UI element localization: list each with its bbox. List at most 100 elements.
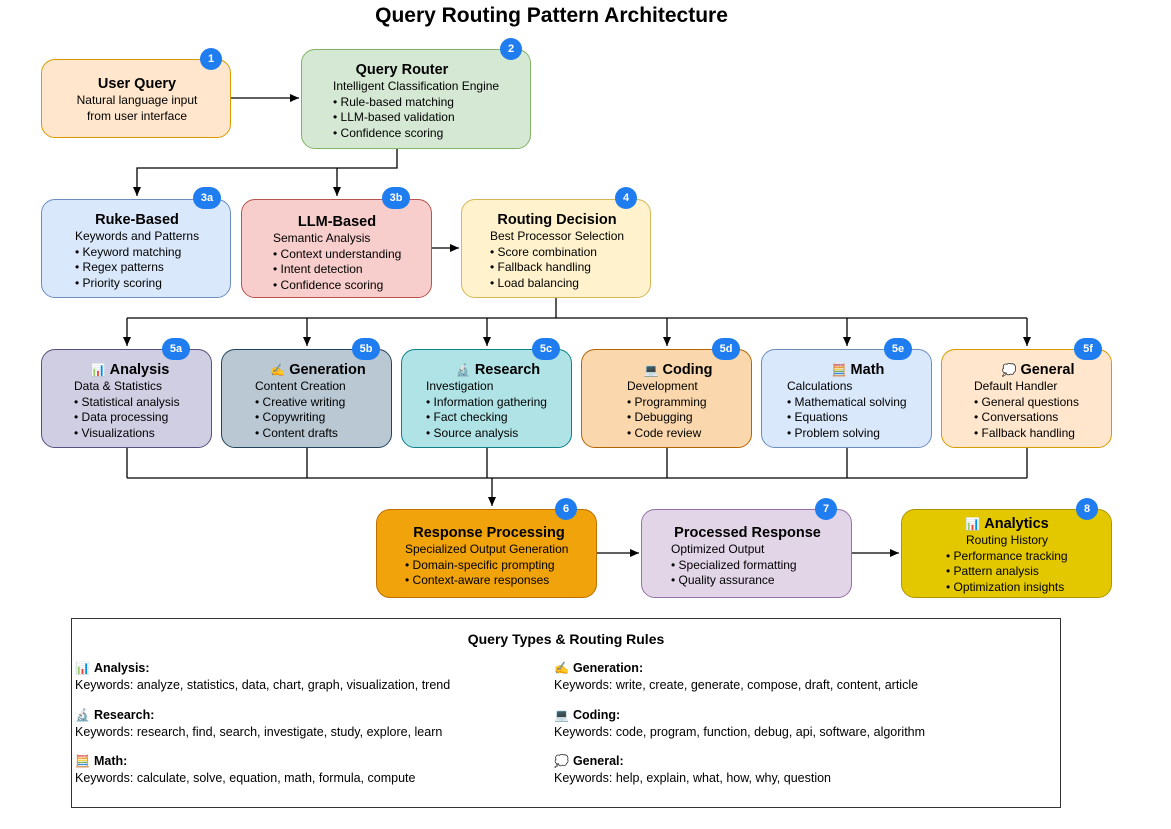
analysis-bullet: Data processing — [74, 410, 211, 426]
query-router-bullet: LLM-based validation — [333, 110, 529, 126]
general-node: 💭General Default Handler General questio… — [941, 349, 1112, 448]
step-badge-5e: 5e — [884, 338, 912, 360]
step-badge-5b: 5b — [352, 338, 380, 360]
llm-based-bullet: Confidence scoring — [273, 278, 431, 294]
routing-decision-title: Routing Decision — [497, 212, 617, 228]
rule-research: 🔬Research: Keywords: research, find, sea… — [75, 708, 443, 739]
generation-bullet: Content drafts — [255, 426, 391, 442]
step-badge-8: 8 — [1076, 498, 1098, 520]
user-query-subtitle: Natural language input — [76, 93, 198, 107]
llm-based-title: LLM-Based — [297, 214, 377, 230]
general-title: 💭General — [1001, 362, 1075, 378]
llm-based-subtitle: Semantic Analysis — [273, 231, 371, 245]
math-bullet: Problem solving — [787, 426, 931, 442]
rule-general: 💭General: Keywords: help, explain, what,… — [554, 754, 832, 785]
step-badge-5f: 5f — [1074, 338, 1102, 360]
processed-response-bullet: Specialized formatting — [671, 558, 851, 574]
step-badge-5a: 5a — [162, 338, 190, 360]
math-node: 🧮Math Calculations Mathematical solving … — [761, 349, 932, 448]
edge-router-split — [133, 149, 398, 196]
abacus-icon: 🧮 — [75, 754, 90, 768]
math-subtitle: Calculations — [787, 379, 853, 393]
routing-decision-bullet: Load balancing — [490, 276, 650, 292]
general-bullet: Fallback handling — [974, 426, 1111, 442]
rule-based-bullet: Keyword matching — [75, 245, 230, 261]
analysis-title: 📊Analysis — [90, 362, 170, 378]
step-badge-7: 7 — [815, 498, 837, 520]
step-badge-4: 4 — [615, 187, 637, 209]
processed-response-node: Processed Response Optimized Output Spec… — [641, 509, 852, 598]
rule-keywords: Keywords: write, create, generate, compo… — [554, 677, 919, 692]
bar-chart-icon: 📊 — [75, 661, 90, 675]
analytics-bullet: Performance tracking — [946, 549, 1111, 565]
coding-bullet: Programming — [627, 395, 751, 411]
microscope-icon: 🔬 — [455, 363, 471, 377]
user-query-title: User Query — [97, 76, 177, 92]
query-router-subtitle: Intelligent Classification Engine — [333, 79, 500, 93]
analysis-bullet: Visualizations — [74, 426, 211, 442]
response-processing-title: Response Processing — [413, 525, 565, 541]
coding-bullet: Debugging — [627, 410, 751, 426]
response-processing-subtitle: Specialized Output Generation — [405, 542, 569, 556]
analytics-bullet: Pattern analysis — [946, 564, 1111, 580]
rule-keywords: Keywords: calculate, solve, equation, ma… — [75, 770, 416, 785]
math-bullet: Equations — [787, 410, 931, 426]
rule-keywords: Keywords: help, explain, what, how, why,… — [554, 770, 832, 785]
llm-based-node: LLM-Based Semantic Analysis Context unde… — [241, 199, 432, 298]
diagram-title: Query Routing Pattern Architecture — [375, 4, 728, 27]
rule-math: 🧮Math: Keywords: calculate, solve, equat… — [75, 754, 416, 785]
analytics-bullet: Optimization insights — [946, 580, 1111, 596]
writing-hand-icon: ✍️ — [270, 363, 286, 377]
processed-response-subtitle: Optimized Output — [671, 542, 765, 556]
response-processing-bullet: Context-aware responses — [405, 573, 595, 589]
routing-rules-title: Query Types & Routing Rules — [467, 631, 665, 647]
rule-keywords: Keywords: research, find, search, invest… — [75, 724, 443, 739]
coding-title: 💻Coding — [643, 362, 713, 378]
generation-bullet: Copywriting — [255, 410, 391, 426]
rule-based-bullet: Priority scoring — [75, 276, 230, 292]
step-badge-3b: 3b — [382, 187, 410, 209]
research-bullet: Source analysis — [426, 426, 571, 442]
edge-decision-bus — [127, 298, 1027, 319]
query-router-node: Query Router Intelligent Classification … — [301, 49, 531, 149]
response-processing-node: Response Processing Specialized Output G… — [376, 509, 597, 598]
coding-bullet: Code review — [627, 426, 751, 442]
routing-decision-subtitle: Best Processor Selection — [490, 229, 625, 243]
analytics-subtitle: Routing History — [965, 533, 1049, 547]
rule-based-subtitle: Keywords and Patterns — [75, 229, 200, 243]
research-bullet: Fact checking — [426, 410, 571, 426]
user-query-node: User Query Natural language input from u… — [41, 59, 231, 138]
query-router-bullet: Confidence scoring — [333, 126, 529, 142]
analysis-subtitle: Data & Statistics — [74, 379, 163, 393]
math-title: 🧮Math — [831, 362, 885, 378]
rule-keywords: Keywords: code, program, function, debug… — [554, 724, 926, 739]
thought-bubble-icon: 💭 — [1001, 363, 1017, 377]
step-badge-2: 2 — [500, 38, 522, 60]
general-bullet: Conversations — [974, 410, 1111, 426]
query-router-bullet: Rule-based matching — [333, 95, 529, 111]
step-badge-6: 6 — [555, 498, 577, 520]
generation-node: ✍️Generation Content Creation Creative w… — [221, 349, 392, 448]
laptop-icon: 💻 — [554, 708, 569, 722]
abacus-icon: 🧮 — [831, 363, 847, 377]
writing-hand-icon: ✍️ — [554, 661, 569, 675]
processed-response-title: Processed Response — [674, 525, 821, 541]
research-title: 🔬Research — [455, 362, 541, 378]
step-badge-5d: 5d — [712, 338, 740, 360]
llm-based-bullet: Context understanding — [273, 247, 431, 263]
rule-based-title: Ruke-Based — [95, 212, 179, 228]
math-bullet: Mathematical solving — [787, 395, 931, 411]
routing-decision-bullet: Fallback handling — [490, 260, 650, 276]
coding-node: 💻Coding Development Programming Debuggin… — [581, 349, 752, 448]
analytics-title: 📊Analytics — [965, 516, 1049, 532]
user-query-subtitle-2: from user interface — [86, 108, 188, 123]
research-node: 🔬Research Investigation Information gath… — [401, 349, 572, 448]
step-badge-1: 1 — [200, 48, 222, 70]
research-bullet: Information gathering — [426, 395, 571, 411]
rule-analysis: 📊Analysis: Keywords: analyze, statistics… — [75, 661, 451, 692]
rule-generation: ✍️Generation: Keywords: write, create, g… — [554, 661, 919, 692]
generation-subtitle: Content Creation — [255, 379, 346, 393]
thought-bubble-icon: 💭 — [554, 754, 569, 768]
bar-chart-icon: 📊 — [90, 363, 106, 377]
routing-decision-node: Routing Decision Best Processor Selectio… — [461, 199, 651, 298]
